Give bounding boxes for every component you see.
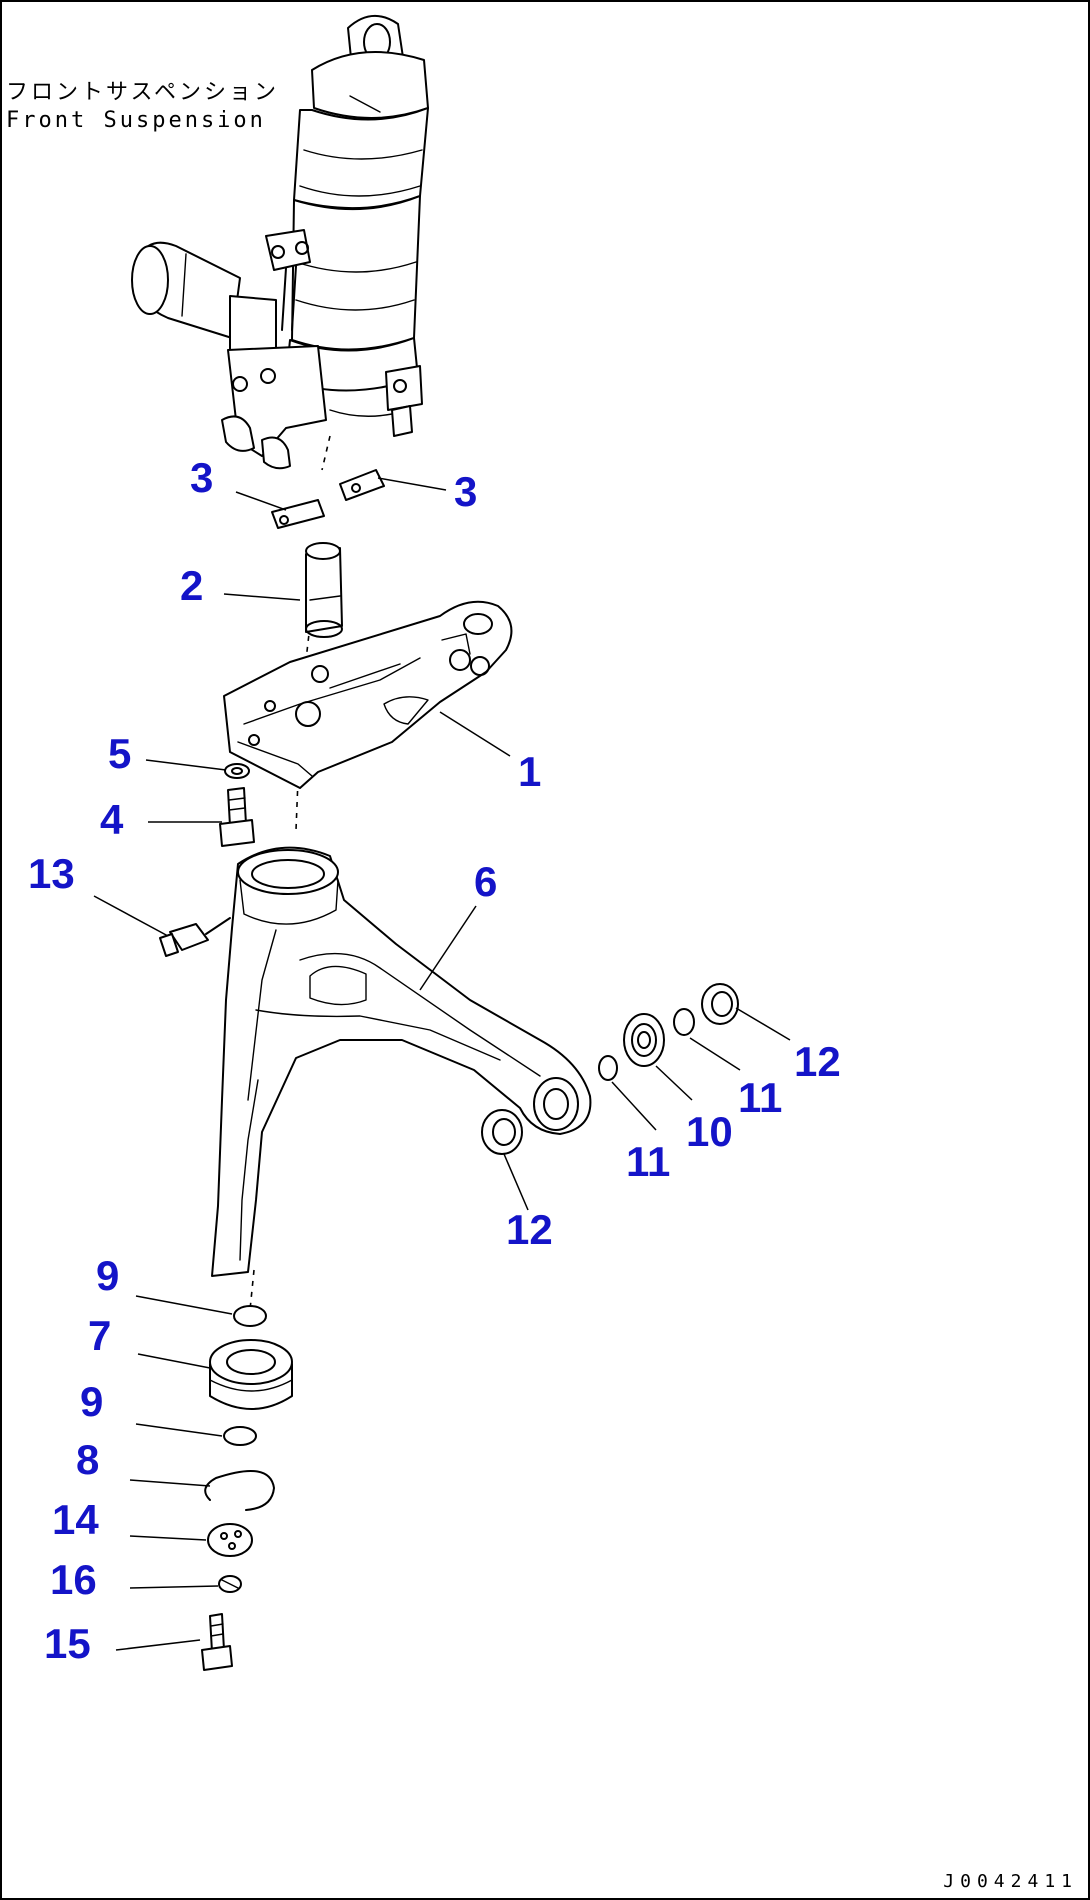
title-japanese: フロントサスペンション	[6, 80, 280, 105]
centerline	[321, 435, 331, 471]
callout-13: 13	[28, 850, 75, 897]
callout-12-lower: 12	[506, 1206, 553, 1253]
callout-12-upper: 12	[794, 1038, 841, 1085]
callout-6: 6	[474, 858, 497, 905]
callout-11-lower: 11	[626, 1138, 670, 1185]
part-16-washer	[218, 1575, 242, 1593]
part-7-bushing	[209, 1339, 293, 1410]
part-3-key-right	[339, 469, 385, 501]
part-2-pin	[305, 542, 343, 638]
callout-16: 16	[50, 1556, 97, 1603]
part-3-key-left	[271, 499, 325, 529]
leader-lines	[93, 477, 791, 1651]
part-1-mounting-plate	[223, 600, 513, 789]
callout-2: 2	[180, 562, 203, 609]
part-12-seal-upper	[701, 983, 739, 1025]
part-11-oring-lower	[598, 1055, 618, 1081]
callout-10: 10	[686, 1108, 733, 1155]
part-12-seal-lower	[481, 1109, 523, 1155]
callout-11-upper: 11	[738, 1074, 782, 1121]
callout-3-left: 3	[190, 454, 213, 501]
title-english: Front Suspension	[6, 108, 266, 133]
part-14-plate	[207, 1523, 253, 1557]
centerline	[295, 779, 299, 831]
callout-3-right: 3	[454, 468, 477, 515]
part-5-washer-hole	[231, 767, 243, 775]
callout-8: 8	[76, 1436, 99, 1483]
part-9-disc-upper	[233, 1305, 267, 1327]
part-15-bolt	[201, 1613, 233, 1671]
part-10-bearing	[623, 1013, 665, 1067]
part-6-suspension-arm	[211, 846, 592, 1277]
callout-9-lower: 9	[80, 1378, 103, 1425]
part-9-disc-lower	[223, 1426, 257, 1446]
callout-9-upper: 9	[96, 1252, 119, 1299]
part-8-snap-ring	[204, 1470, 275, 1511]
part-11-oring-upper	[673, 1008, 695, 1036]
part-13-grease-fitting	[159, 917, 231, 957]
part-5-washer	[224, 763, 250, 779]
centerline	[249, 1269, 255, 1311]
callout-4: 4	[100, 796, 124, 843]
callout-7: 7	[88, 1312, 111, 1359]
suspension-cylinder	[131, 15, 429, 470]
callout-14: 14	[52, 1496, 99, 1543]
callout-labels: 3 3 2 1 5 4 13 6 12 11 10 11 12 9 7 9 8 …	[28, 454, 841, 1667]
callout-1: 1	[518, 748, 541, 795]
drawing-code: J0042411	[943, 1871, 1078, 1892]
callout-5: 5	[108, 730, 131, 777]
part-4-bolt	[219, 787, 255, 847]
callout-15: 15	[44, 1620, 91, 1667]
